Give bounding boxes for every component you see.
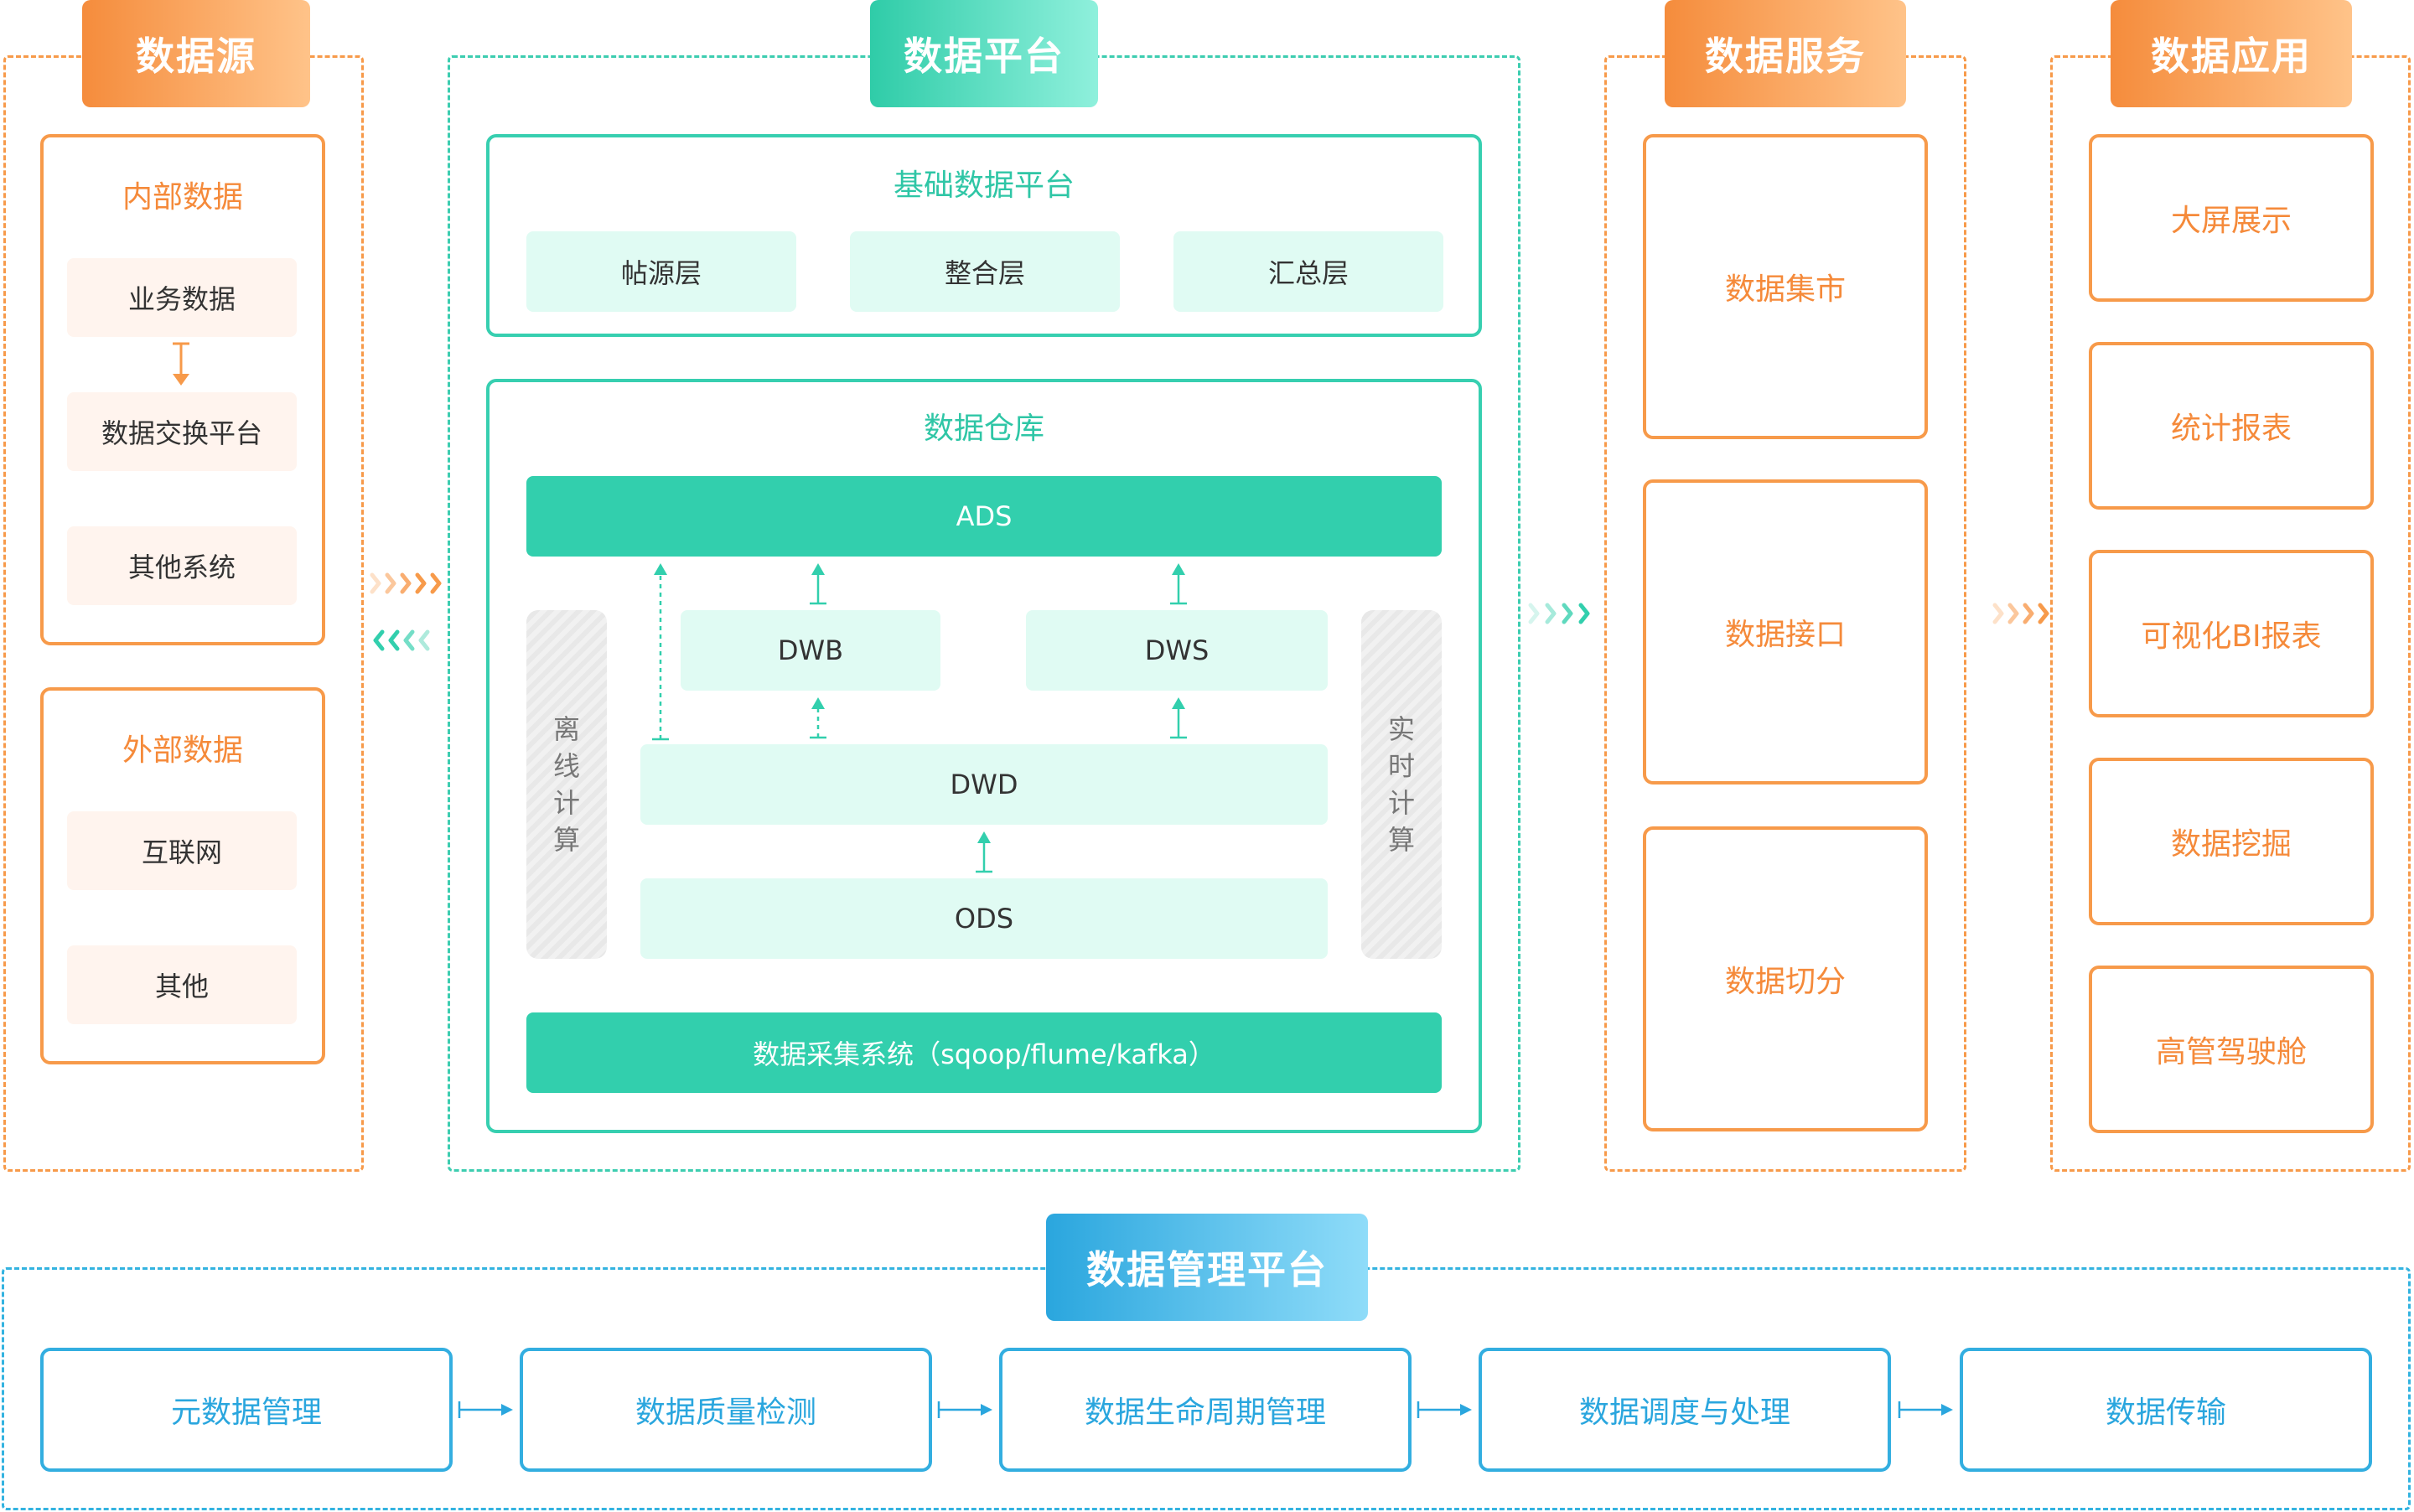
offline-char-3: 计 — [552, 787, 580, 819]
service-data-split: 数据切分 — [1643, 826, 1928, 1131]
realtime-char-4: 算 — [1387, 824, 1415, 856]
offline-compute-column: 离 线 计 算 — [526, 610, 607, 959]
dws-to-ads-arrow — [1170, 563, 1187, 605]
layer-integrate: 整合层 — [850, 231, 1120, 312]
platform-to-service-chevrons — [1528, 603, 1590, 624]
service-to-application-chevrons — [1992, 603, 2049, 624]
data-collection-system: 数据采集系统（sqoop/flume/kafka） — [526, 1012, 1442, 1093]
mgmt-flow-arrow-4 — [1898, 1401, 1953, 1418]
realtime-char-1: 实 — [1387, 713, 1415, 745]
data-platform-header: 数据平台 — [870, 0, 1098, 107]
layer-source: 帖源层 — [526, 231, 796, 312]
mgmt-flow-arrow-1 — [458, 1401, 513, 1418]
dwb-to-ads-arrow — [810, 563, 826, 605]
layer-dwd: DWD — [640, 744, 1328, 825]
realtime-char-2: 时 — [1387, 750, 1415, 782]
offline-char-2: 线 — [552, 750, 580, 782]
layer-dwb: DWB — [681, 610, 940, 691]
mgmt-transfer: 数据传输 — [1960, 1348, 2372, 1472]
internal-data-title: 内部数据 — [122, 180, 243, 215]
realtime-compute-column: 实 时 计 算 — [1361, 610, 1442, 959]
platform-to-source-chevrons — [373, 629, 430, 651]
dwd-to-dws-arrow — [1170, 697, 1187, 739]
service-data-mart: 数据集市 — [1643, 134, 1928, 439]
app-statistics-report: 统计报表 — [2089, 342, 2374, 510]
data-service-header: 数据服务 — [1665, 0, 1906, 107]
business-to-exchange-arrow — [173, 342, 189, 386]
external-item-other: 其他 — [67, 945, 297, 1024]
source-to-platform-chevrons — [370, 572, 442, 594]
data-management-header: 数据管理平台 — [1046, 1214, 1368, 1321]
mgmt-quality-check: 数据质量检测 — [520, 1348, 932, 1472]
data-source-header: 数据源 — [82, 0, 310, 107]
layer-dws: DWS — [1026, 610, 1328, 691]
app-data-mining: 数据挖掘 — [2089, 758, 2374, 925]
layer-ads: ADS — [526, 476, 1442, 557]
internal-item-business: 业务数据 — [67, 258, 297, 337]
mgmt-metadata: 元数据管理 — [40, 1348, 453, 1472]
internal-item-other-systems: 其他系统 — [67, 526, 297, 605]
data-warehouse-title: 数据仓库 — [923, 412, 1044, 446]
realtime-char-3: 计 — [1387, 787, 1415, 819]
app-executive-cockpit: 高管驾驶舱 — [2089, 966, 2374, 1133]
external-data-title: 外部数据 — [122, 733, 243, 768]
offline-char-4: 算 — [552, 824, 580, 856]
internal-item-exchange: 数据交换平台 — [67, 392, 297, 471]
service-data-interface: 数据接口 — [1643, 479, 1928, 784]
offline-to-ads-arrow — [652, 563, 669, 741]
app-bi-report: 可视化BI报表 — [2089, 550, 2374, 717]
mgmt-flow-arrow-3 — [1417, 1401, 1472, 1418]
offline-char-1: 离 — [552, 713, 580, 745]
base-platform-title: 基础数据平台 — [893, 168, 1075, 203]
layer-ods: ODS — [640, 878, 1328, 959]
external-item-internet: 互联网 — [67, 811, 297, 890]
mgmt-lifecycle: 数据生命周期管理 — [999, 1348, 1412, 1472]
app-big-screen: 大屏展示 — [2089, 134, 2374, 302]
ods-to-dwd-arrow — [976, 831, 992, 873]
mgmt-flow-arrow-2 — [937, 1401, 992, 1418]
dwd-to-dwb-arrow — [810, 697, 826, 739]
mgmt-scheduling: 数据调度与处理 — [1479, 1348, 1891, 1472]
layer-summary: 汇总层 — [1173, 231, 1443, 312]
data-application-header: 数据应用 — [2111, 0, 2352, 107]
